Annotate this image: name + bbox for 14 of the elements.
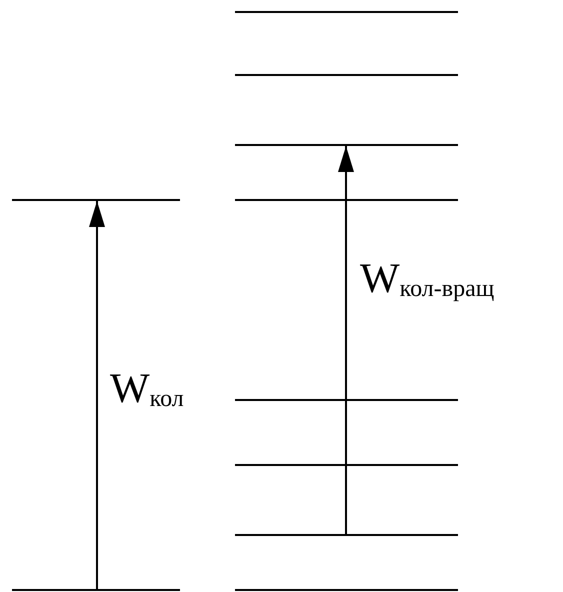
energy-level-line: [235, 74, 458, 76]
edge-label: W$_{кол}$: [110, 368, 184, 411]
energy-level-line: [235, 464, 458, 466]
energy-level-line: [12, 589, 180, 591]
arrow: [338, 146, 354, 534]
energy-level-line: [12, 199, 180, 201]
edge-label: W$_{кол-вращ}$: [360, 258, 494, 301]
arrow: [89, 201, 105, 589]
energy-level-line: [235, 144, 458, 146]
energy-level-line: [235, 534, 458, 536]
energy-level-line: [235, 399, 458, 401]
energy-level-line: [235, 11, 458, 13]
energy-level-line: [235, 199, 458, 201]
energy-level-line: [235, 589, 458, 591]
